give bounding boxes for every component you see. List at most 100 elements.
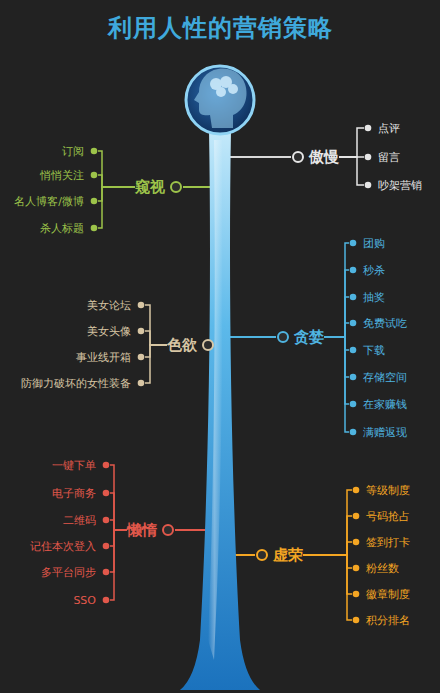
tactic-label: 订阅 (62, 144, 84, 159)
bracket-connector (303, 555, 352, 594)
bracket-connector (110, 493, 127, 530)
tactic-node: 签到打卡 (352, 534, 410, 550)
tactic-node: 免费试吃 (349, 315, 407, 331)
tactic-label: 等级制度 (366, 483, 410, 498)
bullet-dot (349, 266, 357, 274)
bullet-circle (103, 462, 110, 469)
bullet-dot (349, 293, 357, 301)
bracket-connector (98, 187, 135, 201)
tactic-node: 二维码 (63, 512, 110, 528)
bullet-dot (137, 301, 145, 309)
bracket-connector (145, 345, 167, 383)
bullet-dot (102, 461, 110, 469)
bullet-circle (365, 182, 372, 189)
bullet-circle (353, 513, 360, 520)
bracket-connector (145, 331, 167, 345)
bullet-dot (90, 224, 98, 232)
bracket-connector (339, 128, 364, 157)
bullet-circle (103, 597, 110, 604)
bullet-circle (365, 125, 372, 132)
hub-circle (257, 550, 267, 560)
tactic-node: 等级制度 (352, 482, 410, 498)
tactic-label: 一键下单 (52, 458, 96, 473)
tactic-node: 满赠返现 (349, 424, 407, 440)
hub-dot (169, 180, 183, 194)
tactic-node: 杀人标题 (40, 220, 98, 236)
spine-bar (180, 130, 260, 690)
bracket-connector (98, 151, 135, 187)
bullet-circle (91, 225, 98, 232)
bullet-dot (364, 153, 372, 161)
tactic-node: 下载 (349, 342, 385, 358)
category-node: 傲慢 (291, 146, 339, 168)
category-label: 虚荣 (273, 546, 303, 565)
bullet-circle (103, 543, 110, 550)
tactic-node: 存储空间 (349, 369, 407, 385)
tactic-label: 存储空间 (363, 370, 407, 385)
tactic-label: 免费试吃 (363, 316, 407, 331)
stub-line (220, 156, 291, 158)
bullet-dot (349, 428, 357, 436)
tactic-node: 美女头像 (87, 323, 145, 339)
bracket-connector (110, 520, 127, 530)
bracket-connector (303, 555, 352, 620)
brain-lobe (216, 87, 226, 97)
brain-lobe (228, 84, 238, 94)
bullet-dot (102, 489, 110, 497)
bullet-circle (91, 172, 98, 179)
spine-highlight (208, 140, 223, 660)
tactic-node: 订阅 (62, 143, 98, 159)
bullet-circle (103, 517, 110, 524)
tactic-label: SSO (73, 594, 96, 607)
tactic-label: 满赠返现 (363, 425, 407, 440)
hub-circle (293, 152, 303, 162)
tactic-node: SSO (73, 592, 110, 608)
bullet-dot (364, 181, 372, 189)
tactic-label: 徽章制度 (366, 587, 410, 602)
tactic-label: 签到打卡 (366, 535, 410, 550)
hub-dot (291, 150, 305, 164)
category-label: 贪婪 (294, 328, 324, 347)
bracket-connector (145, 345, 167, 357)
tactic-node: 徽章制度 (352, 586, 410, 602)
bracket-connector (324, 243, 349, 337)
bullet-dot (349, 239, 357, 247)
bullet-circle (353, 591, 360, 598)
category-label: 傲慢 (309, 148, 339, 167)
bullet-dot (364, 124, 372, 132)
head-circle (186, 66, 254, 134)
tactic-node: 留言 (364, 149, 400, 165)
bullet-circle (138, 328, 145, 335)
tactic-node: 名人博客/微博 (14, 193, 98, 209)
bullet-dot (137, 327, 145, 335)
category-node: 贪婪 (276, 326, 324, 348)
bullet-circle (350, 429, 357, 436)
bullet-circle (350, 347, 357, 354)
tactic-label: 记住本次登入 (30, 539, 96, 554)
bullet-dot (352, 616, 360, 624)
bullet-circle (350, 294, 357, 301)
bullet-circle (350, 240, 357, 247)
tactic-node: 粉丝数 (352, 560, 399, 576)
diagram-title: 利用人性的营销策略 (0, 12, 440, 44)
bracket-connector (303, 516, 352, 555)
tactic-node: 记住本次登入 (30, 538, 110, 554)
bullet-dot (352, 590, 360, 598)
bullet-dot (349, 346, 357, 354)
tactic-label: 杀人标题 (40, 221, 84, 236)
category-node: 虚荣 (255, 544, 303, 566)
bullet-dot (349, 400, 357, 408)
bullet-dot (352, 486, 360, 494)
bullet-dot (349, 319, 357, 327)
bullet-dot (90, 197, 98, 205)
bracket-connector (98, 175, 135, 187)
bracket-connector (110, 530, 127, 600)
tactic-label: 点评 (378, 121, 400, 136)
tactic-node: 事业线开箱 (76, 349, 145, 365)
bullet-circle (353, 487, 360, 494)
bullet-circle (353, 539, 360, 546)
tactic-label: 二维码 (63, 513, 96, 528)
bullet-dot (137, 353, 145, 361)
tactic-label: 在家赚钱 (363, 397, 407, 412)
bracket-connector (98, 187, 135, 228)
